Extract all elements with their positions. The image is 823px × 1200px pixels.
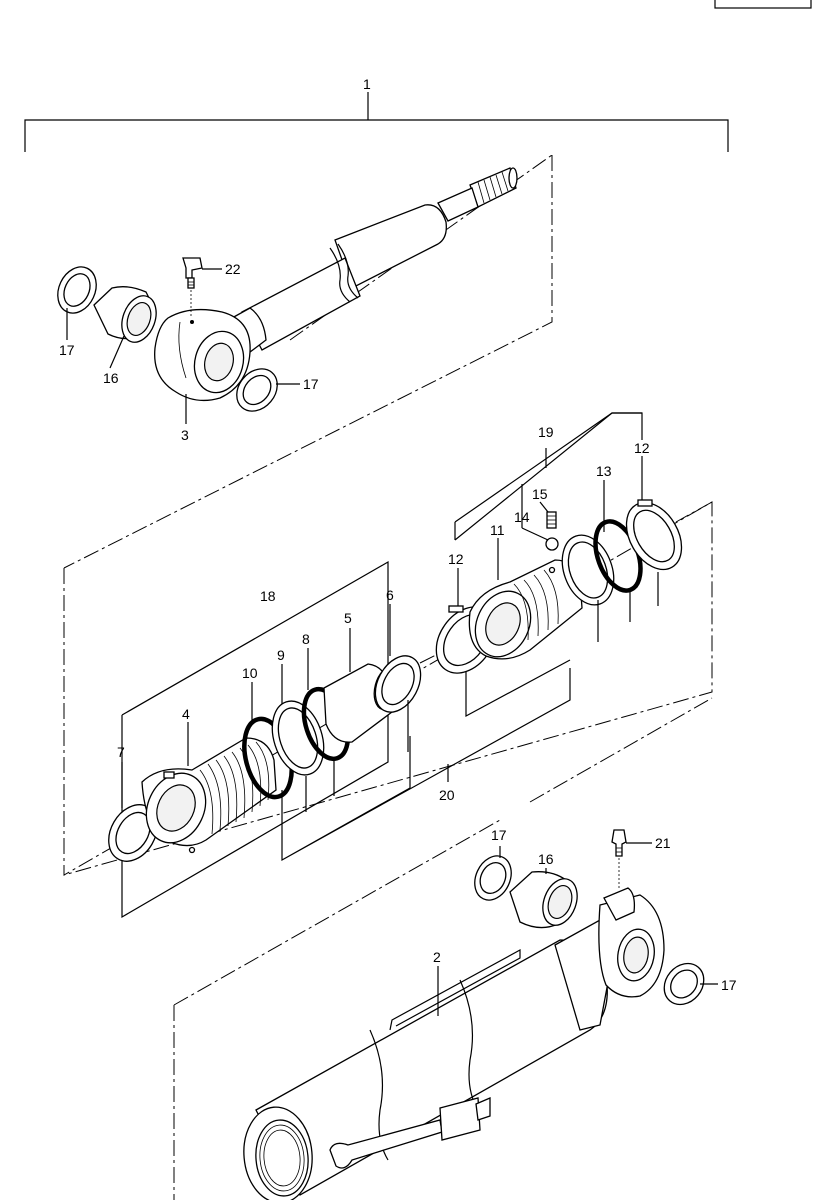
callout-21: 21	[655, 835, 671, 851]
callout-2: 2	[433, 949, 441, 965]
backup-ring-part-9	[271, 700, 325, 776]
callout-9: 9	[277, 647, 285, 663]
callout-16-lower: 16	[538, 851, 554, 867]
callout-14: 14	[514, 509, 530, 525]
rod-eye-part-3	[154, 308, 251, 402]
callout-13: 13	[596, 463, 612, 479]
callout-3: 3	[181, 427, 189, 443]
callout-7: 7	[117, 744, 125, 760]
callout-8: 8	[302, 631, 310, 647]
seal-part-17-right	[236, 368, 278, 412]
piston-part-4	[141, 737, 277, 854]
callout-1: 1	[363, 76, 371, 92]
callout-12-right: 12	[634, 440, 650, 456]
callout-11: 11	[490, 522, 505, 538]
callout-12-left: 12	[448, 551, 464, 567]
callout-labels: 1 2 3 4 5 6 7 8 9 10 11 12 12 13 14 15 1…	[59, 76, 737, 993]
set-screw-part-15	[546, 511, 557, 529]
rod-assembly-group	[24, 92, 729, 569]
cylinder-tube-group	[173, 697, 718, 1200]
grease-nipple-part-21	[611, 829, 627, 888]
callout-22: 22	[225, 261, 241, 277]
seal-part-17-lower-left	[474, 855, 512, 901]
bushing-part-16	[93, 286, 157, 343]
seal-part-6	[374, 655, 422, 713]
clevis-eye	[598, 887, 665, 998]
callout-17-lower-right: 17	[721, 977, 737, 993]
callout-18: 18	[260, 588, 276, 604]
wear-ring-part-12-right	[625, 499, 683, 571]
seal-part-17-lower-right	[663, 962, 705, 1006]
callout-15: 15	[532, 486, 548, 502]
callout-5: 5	[344, 610, 352, 626]
page-reference-box	[714, 0, 812, 9]
callout-17-upper-right: 17	[303, 376, 319, 392]
wear-ring-part-7	[108, 804, 158, 862]
ball-part-14	[545, 537, 559, 551]
callout-17-upper-left: 17	[59, 342, 75, 358]
callout-6: 6	[386, 587, 394, 603]
callout-17-lower-left: 17	[491, 827, 507, 843]
piston-group	[63, 412, 713, 919]
callout-16-upper: 16	[103, 370, 119, 386]
seal-part-17-left	[57, 266, 97, 314]
grease-nipple-part-22	[182, 257, 203, 318]
callout-4: 4	[182, 706, 190, 722]
callout-10: 10	[242, 665, 258, 681]
callout-19: 19	[538, 424, 554, 440]
piston-part-11	[468, 559, 583, 660]
bushing-part-16-lower	[509, 871, 578, 929]
callout-20: 20	[439, 787, 455, 803]
